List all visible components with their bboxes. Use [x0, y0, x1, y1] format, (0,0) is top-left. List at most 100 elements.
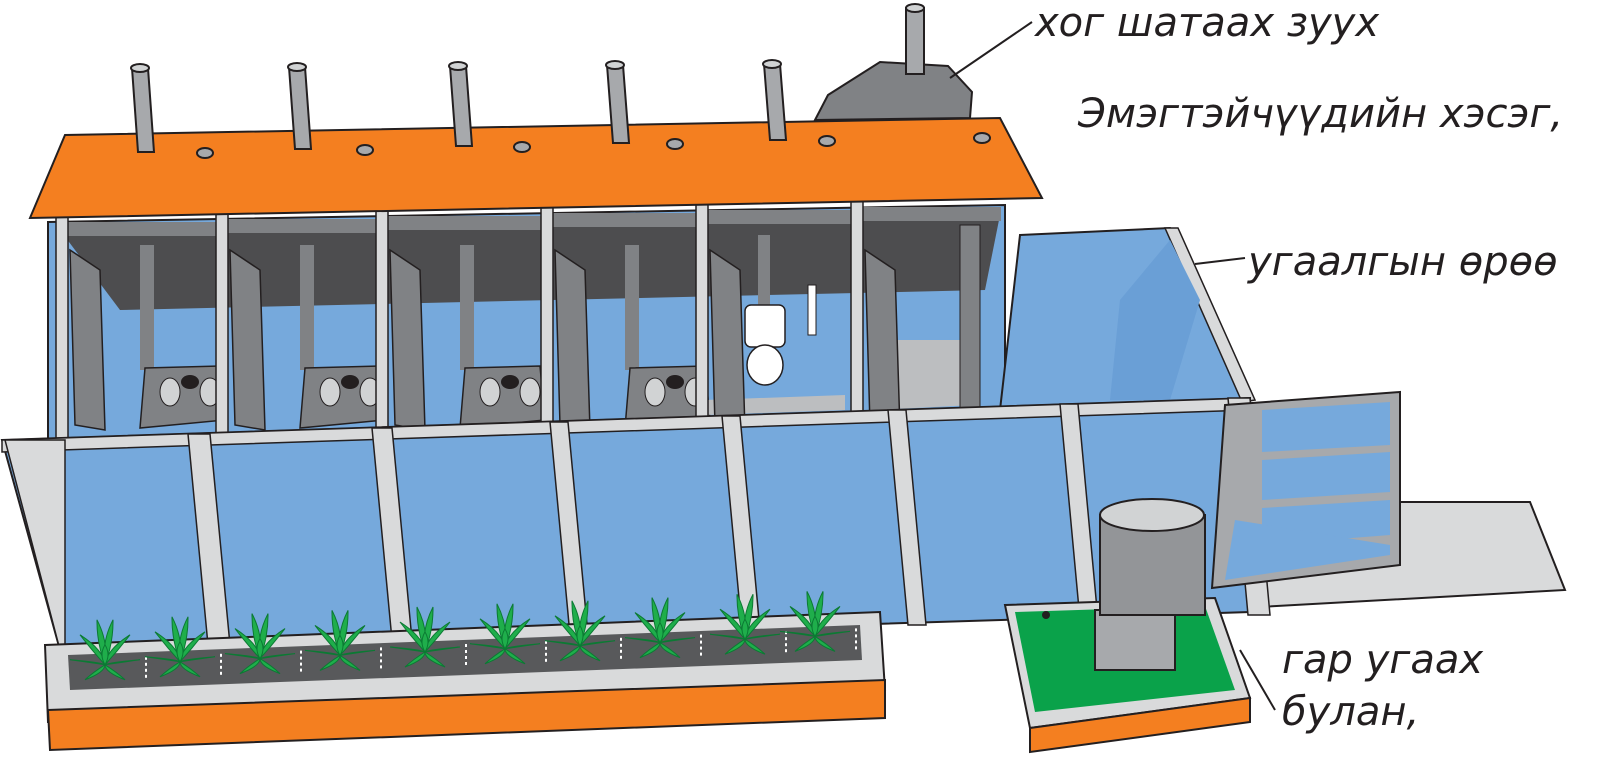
stall-post: [215, 211, 229, 443]
water-drop: [700, 646, 702, 650]
partition: [959, 224, 981, 411]
water-drop: [855, 634, 857, 638]
vent-pipe-cap: [605, 60, 625, 70]
leaf: [239, 657, 261, 675]
water-drop: [300, 662, 302, 666]
leaf: [709, 633, 746, 640]
water-drop: [785, 649, 787, 653]
vent-pipe-cap: [762, 59, 782, 69]
roof-vent: [666, 138, 684, 150]
stall-post: [540, 205, 554, 437]
vent-pipe-cap: [287, 62, 307, 72]
stall-pipe: [140, 245, 154, 370]
vent-pipe-cap: [448, 61, 468, 71]
water-drop: [620, 637, 622, 641]
leaf: [319, 654, 341, 671]
water-drop: [545, 658, 547, 662]
stall-post: [375, 208, 389, 440]
leaf: [84, 663, 106, 681]
planter: [43, 591, 887, 752]
label-washroom: угаалгын өрөө: [1247, 239, 1558, 285]
stall-door: [69, 248, 106, 431]
leaf: [724, 638, 746, 655]
roof: [28, 59, 1044, 220]
leaf: [259, 653, 296, 660]
leaf: [624, 637, 661, 644]
water-drop: [855, 640, 857, 644]
water-drop: [465, 662, 467, 665]
water-drop: [145, 656, 147, 660]
vent-grille: [859, 207, 1001, 221]
water-drop: [145, 662, 147, 666]
leader-washroom: [1194, 257, 1246, 265]
stall-door: [709, 248, 746, 431]
leaf: [504, 643, 541, 650]
leaf: [69, 659, 106, 666]
water-drop: [855, 628, 857, 632]
plant: [709, 593, 787, 655]
water-drop: [380, 653, 382, 657]
interior: [47, 199, 1006, 446]
leader-handwash: [1239, 649, 1276, 711]
leaf: [159, 660, 181, 678]
leaf: [259, 657, 281, 675]
water-drop: [300, 656, 302, 660]
plant: [69, 619, 147, 681]
leaf: [336, 634, 344, 657]
leaf: [504, 647, 526, 665]
water-drop: [220, 653, 222, 657]
foot-rest: [519, 377, 541, 407]
leaf: [656, 621, 664, 644]
leaf: [424, 651, 446, 668]
water-drop: [545, 652, 547, 656]
vent-pipe-cap: [130, 63, 150, 73]
leaf: [104, 663, 126, 681]
leaf: [811, 615, 819, 638]
roof-vent: [356, 144, 374, 156]
grab-bar: [807, 284, 817, 336]
roof-vent: [973, 132, 991, 144]
water-drop: [380, 647, 382, 651]
entrance-door: [1210, 390, 1401, 590]
water-drop: [300, 668, 302, 672]
water-drop: [785, 637, 787, 641]
leaf: [576, 624, 584, 647]
water-drop: [700, 640, 702, 644]
water-drop: [220, 671, 222, 675]
stall-post: [695, 202, 709, 434]
plant: [779, 591, 857, 652]
leaf: [814, 635, 836, 652]
leaf: [659, 637, 696, 644]
toilet-hole: [666, 375, 684, 389]
water-drop: [465, 644, 467, 647]
water-drop: [380, 659, 382, 663]
leaf: [544, 640, 581, 647]
leaf: [469, 643, 506, 650]
leaf: [794, 635, 816, 652]
plant: [624, 597, 702, 659]
label-handwash-2: булан,: [1282, 689, 1419, 735]
leaf: [779, 630, 816, 637]
stall-pipe: [758, 235, 770, 305]
stall-post: [850, 199, 864, 431]
leaf: [559, 644, 581, 662]
water-drop: [145, 674, 147, 678]
leaf: [579, 640, 616, 647]
leaf: [179, 656, 216, 663]
stall-door: [229, 248, 266, 431]
leaf: [579, 644, 601, 662]
plant: [544, 600, 622, 662]
roof-vent: [196, 147, 214, 159]
water-drop: [145, 668, 147, 672]
leaf: [144, 656, 181, 663]
floor: [875, 340, 975, 410]
water-drop: [220, 665, 222, 669]
water-drop: [380, 665, 382, 669]
foot-rest: [644, 377, 666, 407]
water-drop: [300, 650, 302, 654]
toilet-hole: [181, 375, 199, 389]
plant: [224, 613, 302, 675]
western-toilet-bowl: [746, 344, 784, 386]
vent-grille: [384, 216, 541, 230]
